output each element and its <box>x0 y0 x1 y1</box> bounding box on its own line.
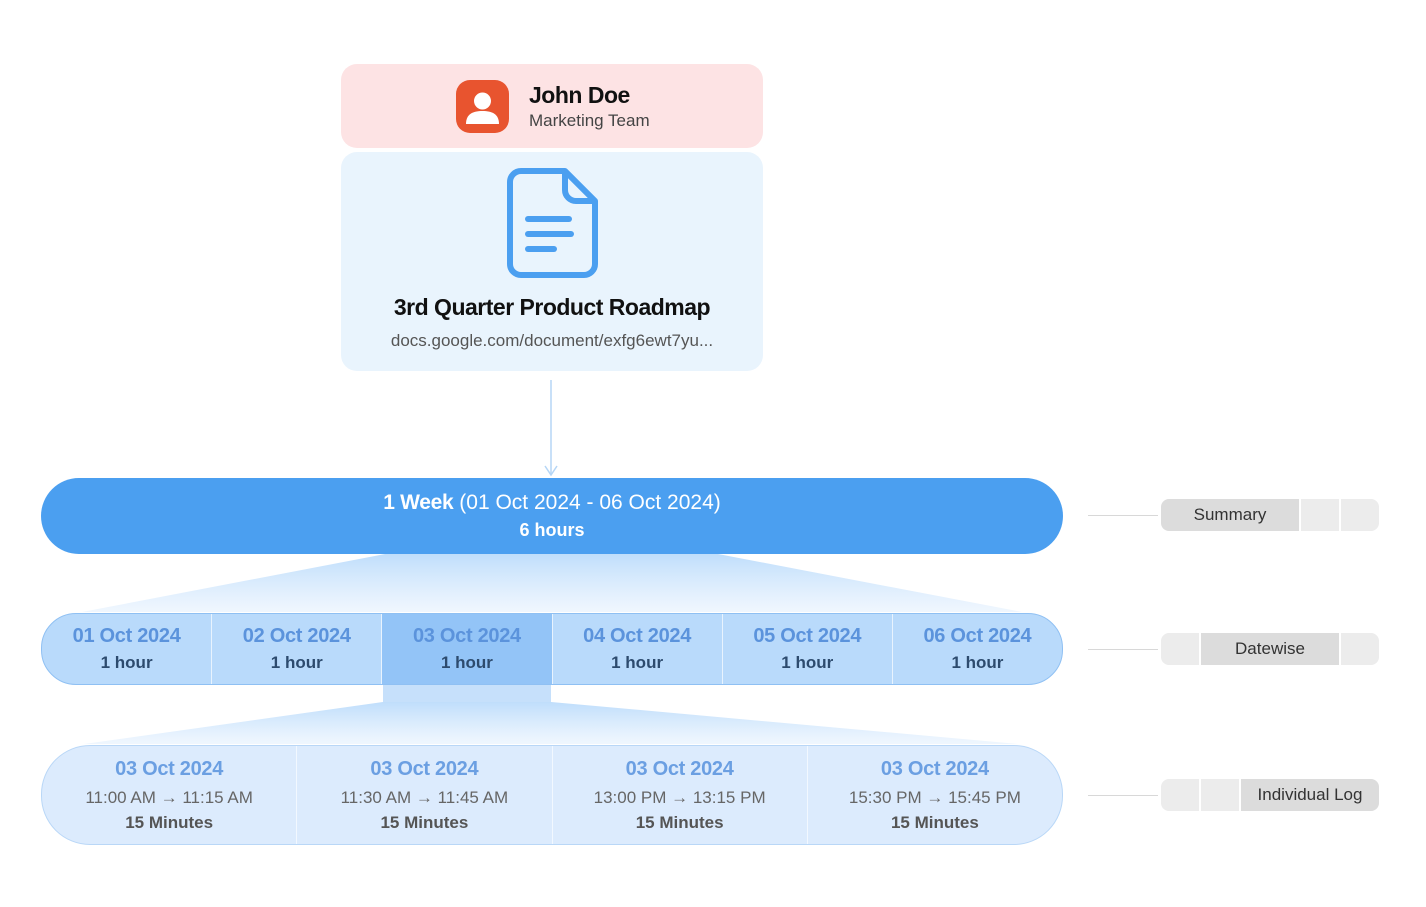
legend-segment <box>1201 779 1239 811</box>
log-date: 03 Oct 2024 <box>370 758 479 780</box>
day-date: 04 Oct 2024 <box>583 625 692 647</box>
day-date: 01 Oct 2024 <box>72 625 181 647</box>
datewise-row: 01 Oct 2024 1 hour 02 Oct 2024 1 hour 03… <box>41 613 1063 685</box>
day-date: 05 Oct 2024 <box>753 625 862 647</box>
day-date: 02 Oct 2024 <box>242 625 351 647</box>
log-entry[interactable]: 03 Oct 2024 13:00 PM → 13:15 PM 15 Minut… <box>553 746 808 844</box>
day-cell[interactable]: 04 Oct 2024 1 hour <box>553 614 723 684</box>
day-duration: 1 hour <box>100 653 153 672</box>
legend-summary: Summary <box>1161 499 1379 531</box>
legend-connector-datewise <box>1088 649 1158 650</box>
legend-individual-log-label: Individual Log <box>1241 779 1379 811</box>
day-date: 03 Oct 2024 <box>412 625 521 647</box>
user-icon <box>466 92 499 124</box>
legend-individual-log: Individual Log <box>1161 779 1379 811</box>
document-card[interactable]: 3rd Quarter Product Roadmap docs.google.… <box>341 152 763 371</box>
log-duration: 15 Minutes <box>380 813 469 832</box>
day-duration: 1 hour <box>781 653 834 672</box>
log-date: 03 Oct 2024 <box>880 758 989 780</box>
log-time-range: 15:30 PM → 15:45 PM <box>848 788 1021 807</box>
document-icon <box>507 168 598 278</box>
log-time-range: 13:00 PM → 13:15 PM <box>593 788 766 807</box>
day-duration: 1 hour <box>270 653 323 672</box>
legend-datewise: Datewise <box>1161 633 1379 665</box>
legend-connector-summary <box>1088 515 1158 516</box>
day-cell[interactable]: 01 Oct 2024 1 hour <box>42 614 213 684</box>
document-url[interactable]: docs.google.com/document/exfg6ewt7yu... <box>390 331 714 350</box>
legend-datewise-label: Datewise <box>1201 633 1339 665</box>
day-date: 06 Oct 2024 <box>923 625 1032 647</box>
day-duration: 1 hour <box>440 653 493 672</box>
log-date: 03 Oct 2024 <box>625 758 734 780</box>
legend-connector-individual-log <box>1088 795 1158 796</box>
log-entry[interactable]: 03 Oct 2024 15:30 PM → 15:45 PM 15 Minut… <box>808 746 1062 844</box>
document-title: 3rd Quarter Product Roadmap <box>393 294 711 320</box>
log-time-range: 11:00 AM → 11:15 AM <box>85 788 253 807</box>
summary-date-range: (01 Oct 2024 - 06 Oct 2024) <box>459 491 721 514</box>
summary-period: 1 Week (01 Oct 2024 - 06 Oct 2024) <box>41 491 1063 515</box>
legend-segment <box>1301 499 1339 531</box>
log-duration: 15 Minutes <box>635 813 724 832</box>
day-cell[interactable]: 06 Oct 2024 1 hour <box>893 614 1062 684</box>
legend-segment <box>1341 499 1379 531</box>
day-cell-active[interactable]: 03 Oct 2024 1 hour <box>382 614 553 684</box>
legend-segment <box>1161 633 1199 665</box>
log-date: 03 Oct 2024 <box>115 758 224 780</box>
user-card: John Doe Marketing Team <box>341 64 763 148</box>
log-entry[interactable]: 03 Oct 2024 11:30 AM → 11:45 AM 15 Minut… <box>297 746 553 844</box>
summary-bar[interactable]: 1 Week (01 Oct 2024 - 06 Oct 2024) 6 hou… <box>41 478 1063 554</box>
datewise-funnel <box>84 702 1018 744</box>
log-duration: 15 Minutes <box>125 813 214 832</box>
day-duration: 1 hour <box>611 653 664 672</box>
legend-segment <box>1161 779 1199 811</box>
legend-summary-label: Summary <box>1161 499 1299 531</box>
summary-total: 6 hours <box>519 520 585 540</box>
flow-arrow-head <box>544 465 558 477</box>
summary-period-label: 1 Week <box>383 491 454 514</box>
active-day-stem <box>383 684 551 702</box>
day-cell[interactable]: 02 Oct 2024 1 hour <box>212 614 383 684</box>
user-team: Marketing Team <box>529 111 650 130</box>
user-name: John Doe <box>529 82 630 108</box>
individual-log-row: 03 Oct 2024 11:00 AM → 11:15 AM 15 Minut… <box>41 745 1063 845</box>
log-entry[interactable]: 03 Oct 2024 11:00 AM → 11:15 AM 15 Minut… <box>42 746 298 844</box>
log-duration: 15 Minutes <box>890 813 979 832</box>
summary-funnel <box>82 554 1022 612</box>
avatar <box>456 80 509 133</box>
day-cell[interactable]: 05 Oct 2024 1 hour <box>723 614 893 684</box>
log-time-range: 11:30 AM → 11:45 AM <box>340 788 509 807</box>
legend-segment <box>1341 633 1379 665</box>
day-duration: 1 hour <box>951 653 1004 672</box>
